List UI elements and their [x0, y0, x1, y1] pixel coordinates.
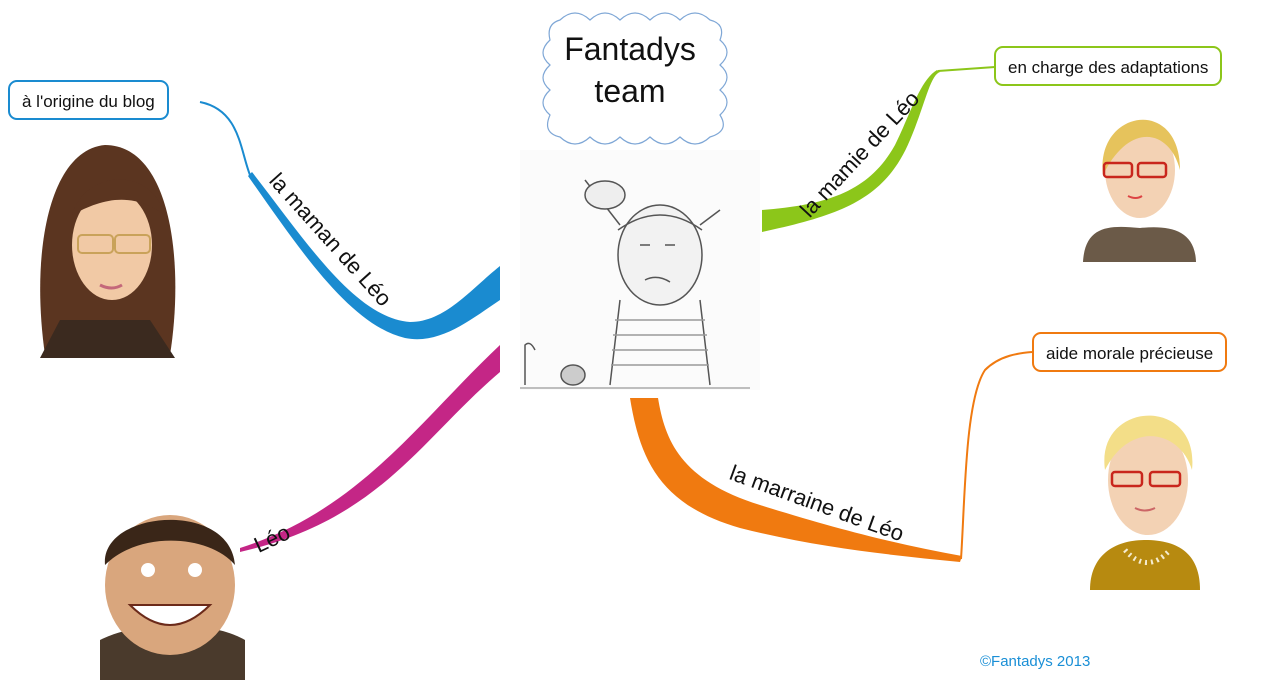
- connector-green: [937, 66, 996, 72]
- connector-orange: [960, 351, 1033, 560]
- title-line-2: team: [594, 73, 666, 109]
- branch-green: [762, 70, 940, 232]
- title-cloud: [542, 12, 728, 145]
- central-title: Fantadys team: [530, 28, 730, 112]
- note-origine-blog: à l'origine du blog: [8, 80, 169, 120]
- note-aide-morale: aide morale précieuse: [1032, 332, 1228, 372]
- note-adaptations: en charge des adaptations: [994, 46, 1223, 86]
- central-sketch-image: [520, 150, 760, 390]
- connector-blue: [199, 101, 251, 176]
- woman-short-blonde-glasses-portrait: [1090, 415, 1200, 590]
- copyright: ©Fantadys 2013: [980, 653, 1091, 670]
- branch-orange: [630, 398, 962, 562]
- woman-blonde-glasses-portrait: [1083, 119, 1196, 262]
- woman-brown-hair-portrait: [40, 145, 176, 358]
- title-line-1: Fantadys: [564, 31, 696, 67]
- smiling-boy-portrait: [100, 515, 245, 680]
